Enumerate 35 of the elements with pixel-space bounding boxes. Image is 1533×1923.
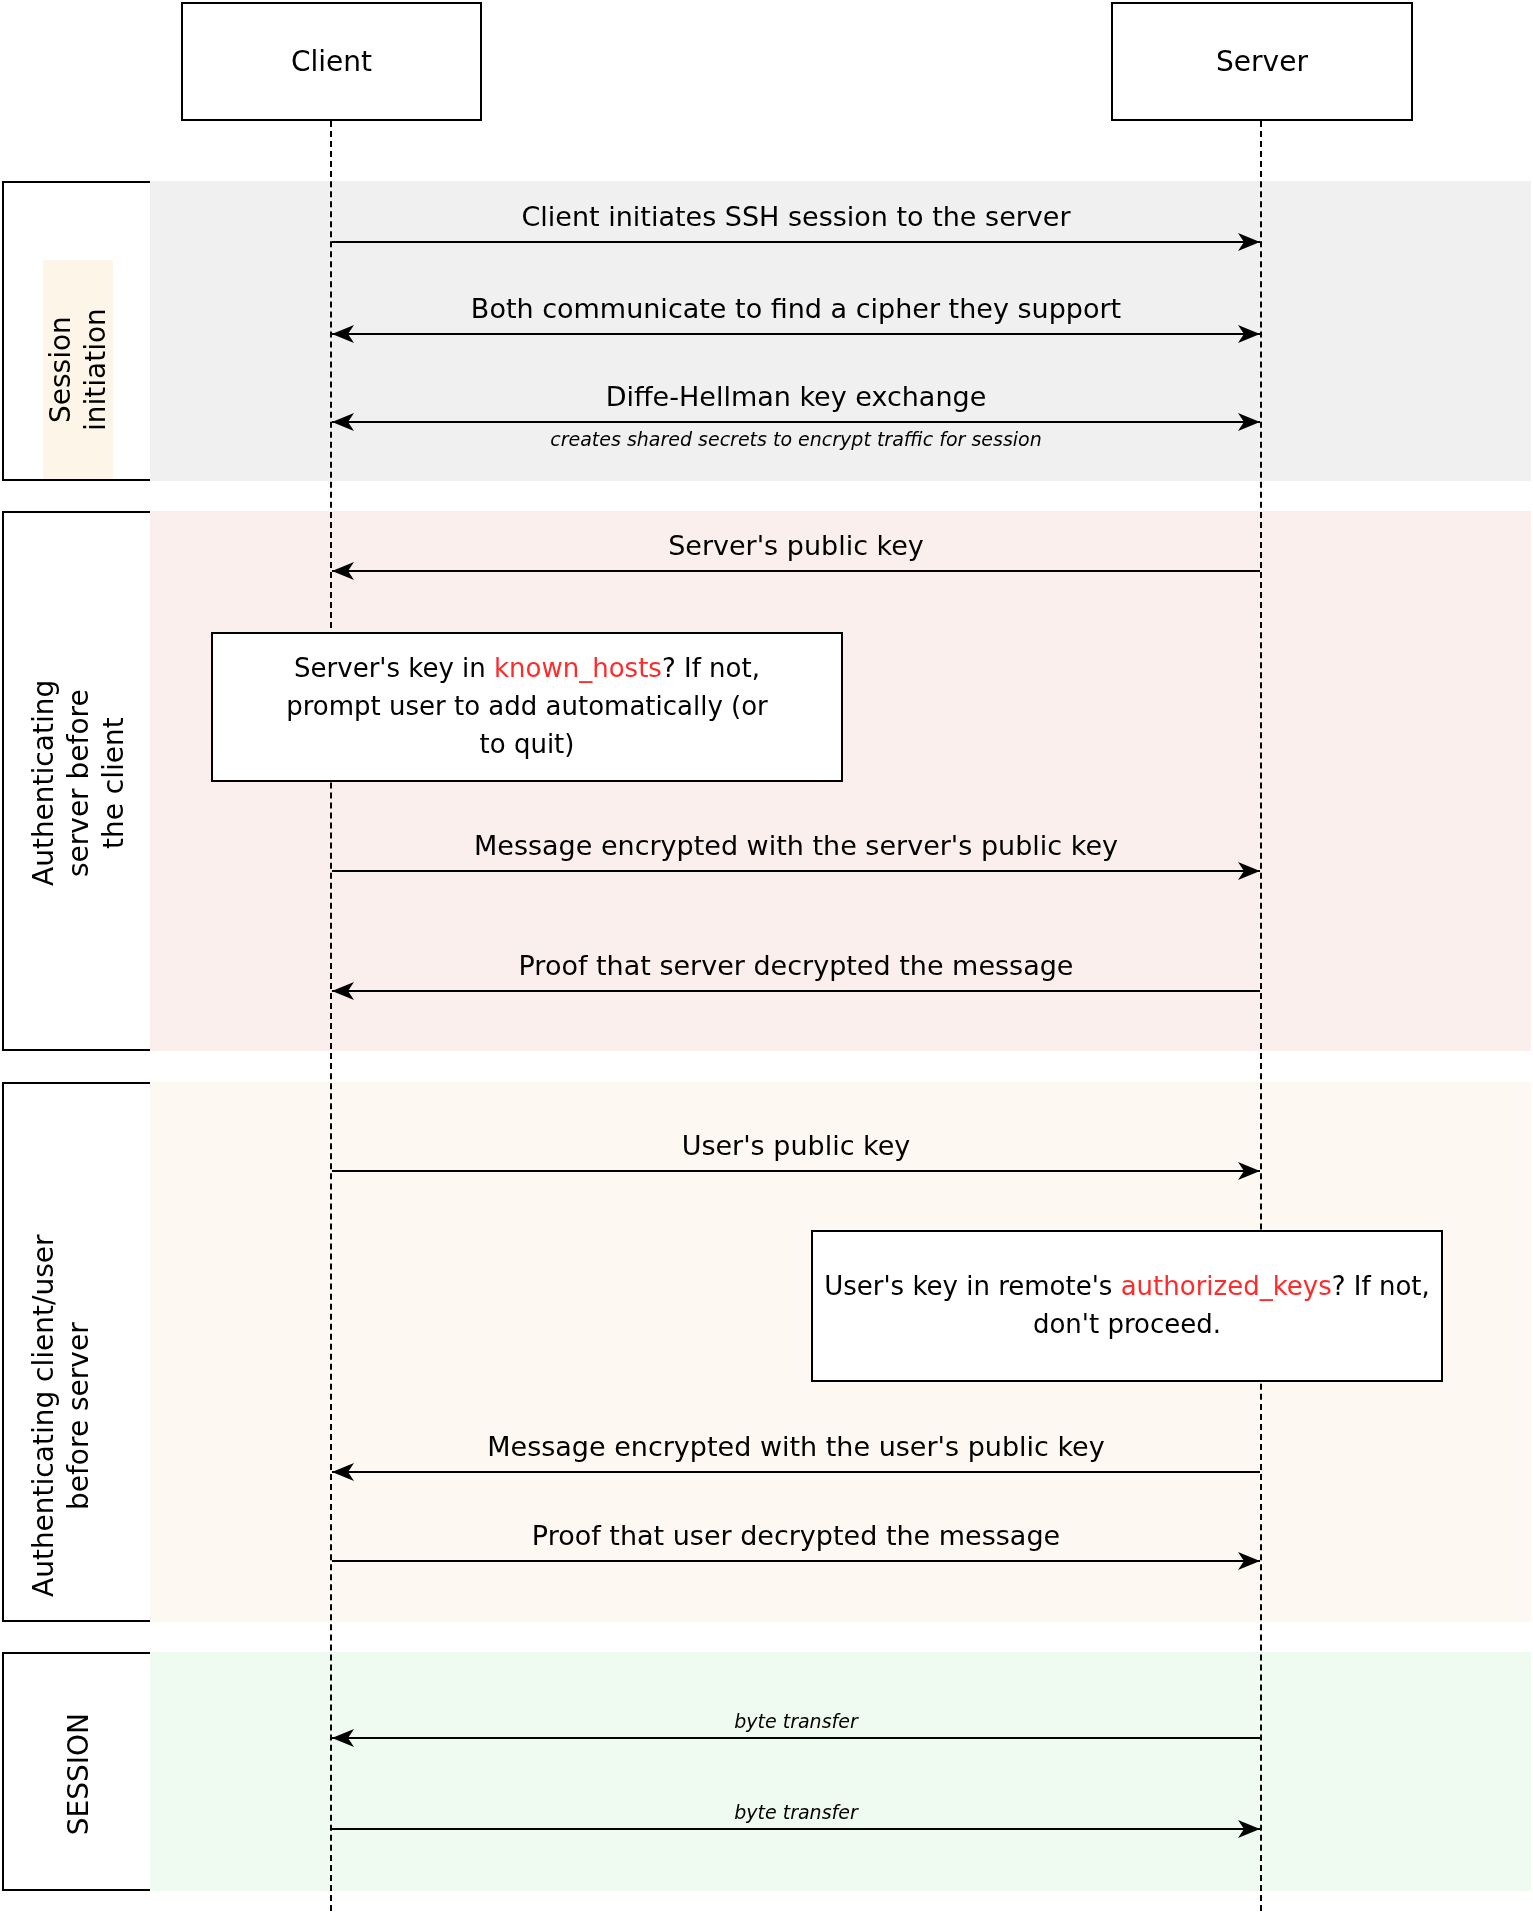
note-box: Server's key in known_hosts? If not, prompt user to add automatically (or to quit): [211, 632, 843, 782]
phase-band: [2, 1652, 150, 1891]
edge-label: Client initiates SSH session to the server: [521, 201, 1071, 232]
participant-box: Client: [181, 2, 482, 121]
message-arrow: [331, 1820, 1261, 1838]
participant-box: Server: [1111, 2, 1413, 121]
message-arrow: [331, 233, 1261, 251]
phase-label: Authenticating client/user before server: [25, 1233, 96, 1600]
edge-label: byte transfer: [734, 1801, 858, 1823]
message-arrow: [331, 1552, 1261, 1570]
note-text: creates shared secrets to encrypt traffic for session: [550, 428, 1042, 450]
edge-label: Server's public key: [668, 530, 924, 561]
edge-label: Message encrypted with the server's public key: [474, 830, 1118, 861]
phase-band: [2, 511, 150, 1051]
message-arrow: [331, 1729, 1261, 1747]
message-arrow: [331, 1162, 1261, 1180]
message-arrow: [331, 982, 1261, 1000]
message-arrow: [331, 862, 1261, 880]
message-arrow: [331, 1463, 1261, 1481]
edge-label: Proof that server decrypted the message: [518, 950, 1074, 981]
edge-label: byte transfer: [734, 1710, 858, 1732]
phase-label: Session initiation: [43, 260, 113, 479]
message-arrow: [331, 325, 1261, 343]
phase-band: [2, 181, 150, 481]
edge-label: User's public key: [681, 1130, 911, 1161]
message-arrow: [331, 562, 1261, 580]
edge-label: Diffe-Hellman key exchange: [605, 381, 987, 412]
edge-label: Both communicate to find a cipher they support: [470, 293, 1122, 324]
phase-label: SESSION: [60, 1712, 96, 1835]
message-arrow: [331, 413, 1261, 431]
phase-band: [2, 1082, 150, 1622]
phase-label: Authenticating server before the client: [25, 678, 131, 889]
note-box: User's key in remote's authorized_keys? If not, don't proceed.: [811, 1230, 1443, 1382]
edge-label: Proof that user decrypted the message: [531, 1520, 1061, 1551]
edge-label: Message encrypted with the user's public key: [487, 1431, 1105, 1462]
